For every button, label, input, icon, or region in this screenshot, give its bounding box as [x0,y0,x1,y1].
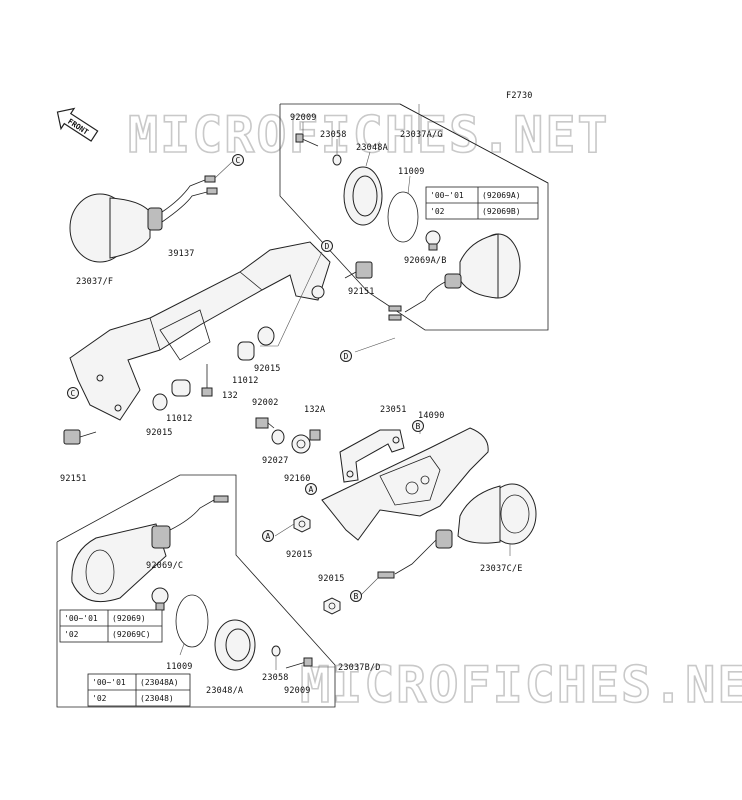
label-23037AG: 23037A/G [400,130,443,140]
label-92015-upper: 92015 [254,364,281,374]
turn-signal-right-rear [377,483,537,579]
front-arrow-icon: FRONT [56,107,99,142]
table-cell: '02 [430,207,445,216]
svg-text:D: D [325,242,330,251]
lens-23048A [343,166,383,226]
svg-text:A: A [309,485,314,494]
label-23037BD: 23037B/D [338,663,381,673]
svg-text:C: C [71,389,76,398]
lens-23048 [214,619,256,671]
ref-marker-c-left: C [67,387,79,399]
label-92151-top: 92151 [348,287,375,297]
table-cell: (23048A) [140,678,179,687]
screw-92009-bottom [285,657,313,669]
table-cell: '00~'01 [430,191,464,200]
table-bulb-92069AB: '00~'01 (92069A) '02 (92069B) [425,186,539,220]
label-23048A: 23048A [356,143,388,153]
turn-signal-left-front [69,175,218,263]
bolt-92151-top [344,261,373,279]
table-cell: (92069C) [112,630,151,639]
label-39137: 39137 [168,249,195,259]
bracket-23051 [339,429,405,483]
label-11012-lower: 11012 [166,414,193,424]
bolt-132A [309,429,321,441]
ref-marker-d-right: D [340,350,352,362]
collar-92015-left [152,393,168,411]
nut-92151-left [63,429,97,445]
nut-92015-mid [293,515,311,533]
svg-text:B: B [416,422,421,431]
label-11009-bottom: 11009 [166,662,193,672]
label-92160: 92160 [284,474,311,484]
label-92002: 92002 [252,398,279,408]
label-92069C: 92069/C [146,561,183,571]
grommet-11012-lower [171,379,191,397]
ref-marker-d-top: D [321,240,333,252]
label-92009-bottom: 92009 [284,686,311,696]
grommet-11012-upper [237,341,255,361]
ref-marker-c-top: C [232,154,244,166]
figure-code: F2730 [506,91,533,101]
collar-92160 [291,434,311,454]
table-cell: '02 [92,694,107,703]
ref-marker-b-mid: B [412,420,424,432]
label-11009-top: 11009 [398,167,425,177]
table-cell: (92069B) [482,207,521,216]
label-23037CE: 23037C/E [480,564,523,574]
collar-92015-upper [257,326,275,346]
turn-signal-right-front [388,233,521,321]
table-cell: '02 [64,630,79,639]
nut-92015-lower [323,597,341,615]
label-23037F: 23037/F [76,277,113,287]
table-lens-23048: '00~'01 (23048A) '02 (23048) [87,673,191,707]
label-11012-upper: 11012 [232,376,259,386]
watermark-bottom: MICROFICHES.NET [300,656,742,714]
gasket-11009-bottom [175,594,209,648]
table-cell: '00~'01 [92,678,126,687]
watermark-top: MICROFICHES.NET [128,106,610,164]
label-92027: 92027 [262,456,289,466]
table-bulb-92069C: '00~'01 (92069) '02 (92069C) [59,609,163,643]
svg-text:B: B [354,592,359,601]
fender-14090 [321,427,489,541]
group-box-bottom-left [56,474,336,708]
table-cell: (92069A) [482,191,521,200]
bolt-92002 [255,417,275,429]
svg-text:D: D [344,352,349,361]
label-14090: 14090 [418,411,445,421]
washer-23058-bottom [271,645,281,657]
label-92151-left: 92151 [60,474,87,484]
table-cell: (23048) [140,694,174,703]
bracket-39137 [69,241,331,421]
label-92069AB: 92069A/B [404,256,447,266]
screw-92009-top [295,133,319,147]
label-23058-bottom: 23058 [262,673,289,683]
label-92015-left: 92015 [146,428,173,438]
washer-92027 [271,429,285,445]
label-23058-top: 23058 [320,130,347,140]
bulb-92069C [151,587,169,611]
label-132: 132 [222,391,238,401]
label-23048A-bottom: 23048/A [206,686,243,696]
ref-marker-a-mid: A [305,483,317,495]
svg-text:A: A [266,532,271,541]
bolt-132 [201,364,213,397]
label-23051: 23051 [380,405,407,415]
bulb-92069AB [425,230,441,251]
ref-marker-b-lower: B [350,590,362,602]
label-132A: 132A [304,405,325,415]
ref-marker-a-lower: A [262,530,274,542]
turn-signal-left-rear [71,495,229,602]
svg-text:C: C [236,156,241,165]
gasket-11009-top [387,191,419,243]
washer-23058-top [332,154,342,166]
table-cell: (92069) [112,614,146,623]
label-92015-mid: 92015 [286,550,313,560]
table-cell: '00~'01 [64,614,98,623]
label-92009-top: 92009 [290,113,317,123]
label-92015-lower: 92015 [318,574,345,584]
